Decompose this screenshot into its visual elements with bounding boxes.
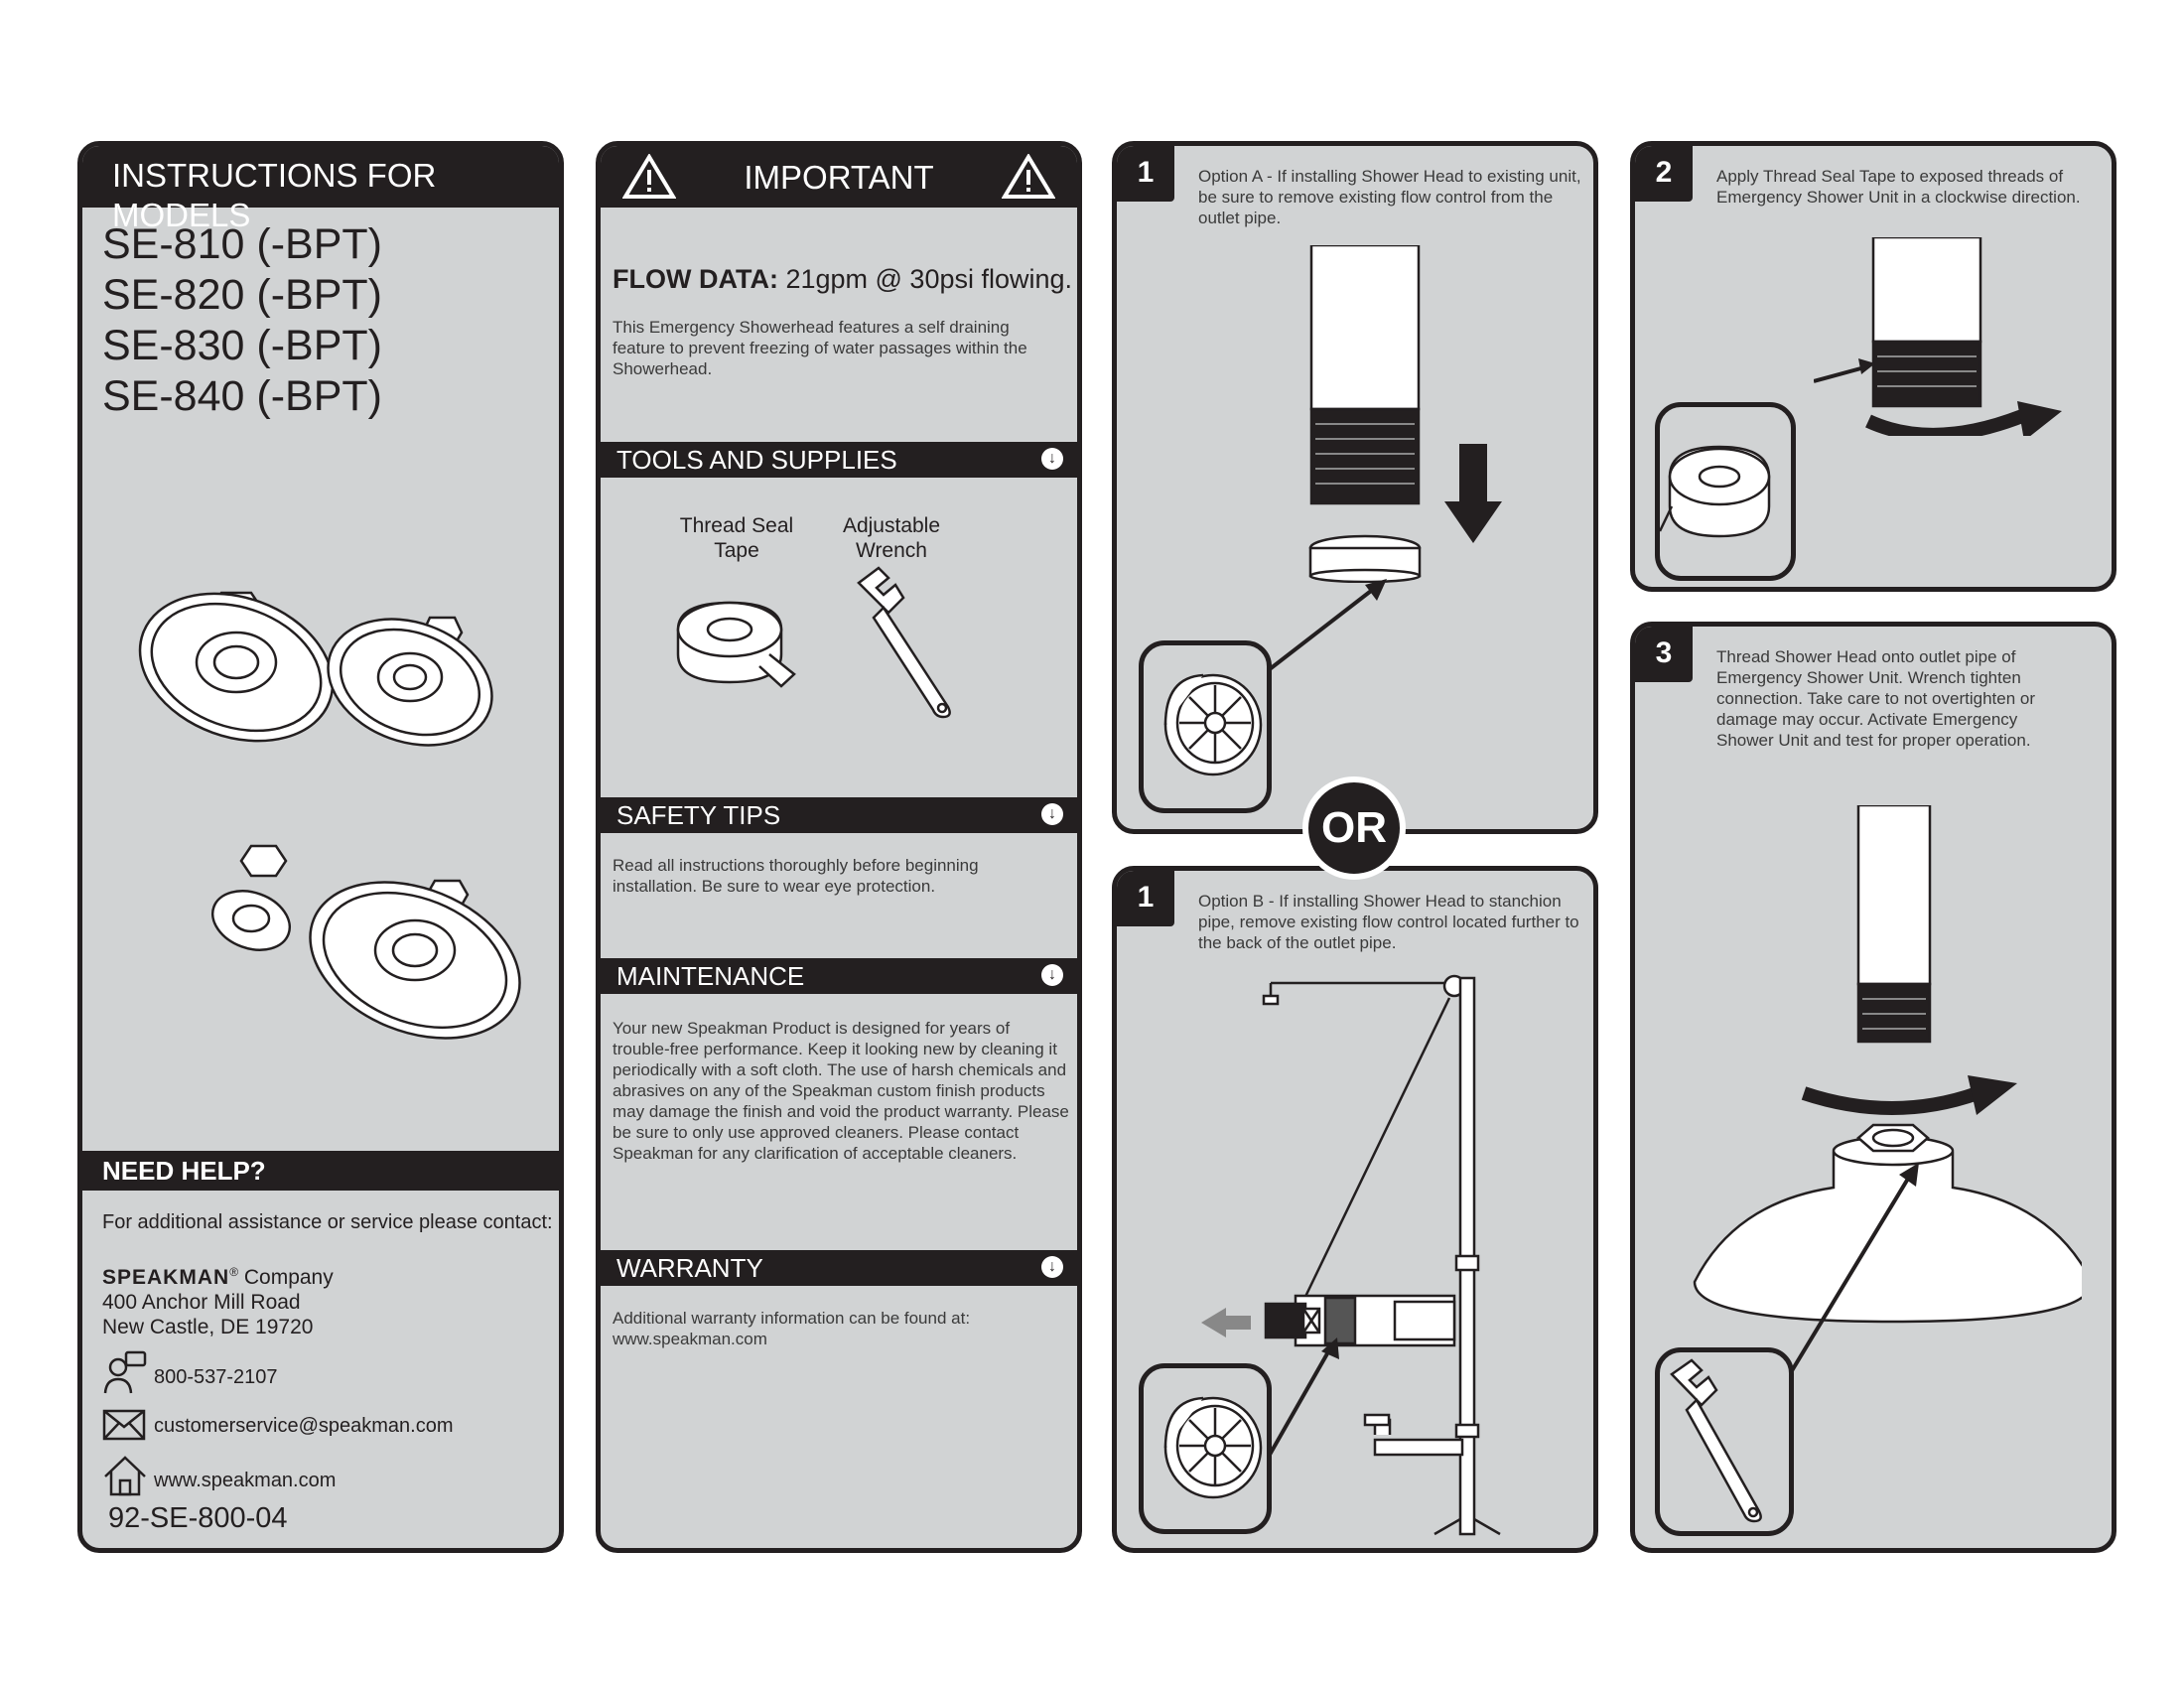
adjustable-wrench-icon — [857, 566, 951, 719]
important-panel: IMPORTANT FLOW DATA: 21gpm @ 30psi flowi… — [596, 141, 1082, 1553]
step-1a-text: Option A - If installing Shower Head to … — [1198, 167, 1581, 227]
step-number: 1 — [1117, 871, 1174, 926]
tool-wrench-label-line: Adjustable — [842, 514, 941, 537]
model-item: SE-810 (-BPT) — [102, 220, 382, 268]
safety-text: Read all instructions thoroughly before … — [613, 856, 979, 896]
arrow-down-icon: ↓ — [1041, 803, 1063, 825]
need-help-header: NEED HELP? — [82, 1151, 559, 1191]
thread-seal-tape-icon — [676, 601, 796, 688]
step-2-panel: 2 Apply Thread Seal Tape to exposed thre… — [1630, 141, 2116, 592]
tool-tape-label: Thread Seal Tape — [672, 513, 801, 563]
step-1b-panel: 1 Option B - If installing Shower Head t… — [1112, 866, 1598, 1553]
document-number: 92-SE-800-04 — [108, 1502, 288, 1534]
showerhead-install-illustration — [1693, 805, 2082, 1324]
address-line-2: New Castle, DE 19720 — [102, 1316, 314, 1338]
models-panel: INSTRUCTIONS FOR MODELS SE-810 (-BPT) SE… — [77, 141, 564, 1553]
outlet-pipe-illustration — [1308, 245, 1502, 583]
company-block: SPEAKMAN® Company 400 Anchor Mill Road N… — [102, 1260, 334, 1339]
company-brand: SPEAKMAN — [102, 1266, 230, 1289]
step-2-text: Apply Thread Seal Tape to exposed thread… — [1716, 167, 2081, 207]
home-icon — [104, 1456, 146, 1496]
wrench-inset — [1655, 1347, 1794, 1536]
flow-control-icon — [1163, 1396, 1263, 1499]
tool-wrench-label: Adjustable Wrench — [827, 513, 956, 563]
safety-header: SAFETY TIPS ↓ — [601, 797, 1077, 833]
arrow-down-icon: ↓ — [1041, 1256, 1063, 1278]
help-text: For additional assistance or service ple… — [102, 1211, 553, 1233]
flow-data-label: FLOW DATA: — [613, 264, 778, 294]
or-label: OR — [1321, 803, 1387, 852]
flow-control-inset — [1139, 640, 1272, 813]
pointer-arrow — [1264, 579, 1387, 674]
showerheads-illustration — [138, 591, 521, 1040]
tool-tape-label-line: Thread Seal — [679, 514, 794, 537]
company-word: Company — [238, 1266, 334, 1289]
stanchion-illustration — [1201, 974, 1501, 1536]
pipe-tape-illustration — [1814, 237, 2062, 436]
warranty-text-line: Additional warranty information can be f… — [613, 1309, 971, 1328]
tool-wrench-label-line: Wrench — [856, 539, 927, 562]
warning-icon — [1002, 154, 1055, 199]
flow-control-inset — [1139, 1363, 1272, 1534]
model-item: SE-830 (-BPT) — [102, 322, 382, 369]
arrow-down-icon: ↓ — [1041, 964, 1063, 986]
website-url[interactable]: www.speakman.com — [154, 1470, 337, 1491]
phone-support-icon — [103, 1350, 147, 1394]
warranty-header-title: WARRANTY — [616, 1253, 763, 1283]
step-number: 2 — [1635, 146, 1693, 202]
maintenance-header-title: MAINTENANCE — [616, 961, 805, 991]
email-icon — [102, 1409, 146, 1441]
email-address[interactable]: customerservice@speakman.com — [154, 1415, 454, 1437]
models-list: SE-810 (-BPT) SE-820 (-BPT) SE-830 (-BPT… — [102, 219, 382, 422]
pointer-arrow — [1780, 1163, 1919, 1389]
warranty-url[interactable]: www.speakman.com — [613, 1330, 767, 1348]
adjustable-wrench-icon — [1670, 1358, 1762, 1523]
important-header: IMPORTANT — [601, 146, 1077, 208]
step-1a-panel: 1 Option A - If installing Shower Head t… — [1112, 141, 1598, 834]
tape-inset — [1655, 402, 1796, 581]
maintenance-header: MAINTENANCE ↓ — [601, 958, 1077, 994]
flow-control-icon — [1163, 673, 1263, 776]
models-header-title: INSTRUCTIONS FOR MODELS — [112, 157, 437, 233]
step-3-panel: 3 Thread Shower Head onto outlet pipe of… — [1630, 622, 2116, 1553]
arrow-down-icon: ↓ — [1041, 448, 1063, 470]
step-3-text: Thread Shower Head onto outlet pipe of E… — [1716, 647, 2035, 750]
tools-header-title: TOOLS AND SUPPLIES — [616, 445, 897, 475]
step-number: 1 — [1117, 146, 1174, 202]
need-help-title: NEED HELP? — [102, 1156, 266, 1186]
warranty-text: Additional warranty information can be f… — [613, 1308, 1064, 1349]
maintenance-text: Your new Speakman Product is designed fo… — [613, 1019, 1069, 1163]
tool-tape-label-line: Tape — [714, 539, 759, 562]
phone-number[interactable]: 800-537-2107 — [154, 1366, 278, 1388]
flow-description: This Emergency Showerhead features a sel… — [613, 318, 1027, 378]
models-header: INSTRUCTIONS FOR MODELS — [82, 146, 559, 233]
step-number: 3 — [1635, 627, 1693, 682]
tools-header: TOOLS AND SUPPLIES ↓ — [601, 442, 1077, 478]
warranty-header: WARRANTY ↓ — [601, 1250, 1077, 1286]
step-1b-text: Option B - If installing Shower Head to … — [1198, 892, 1579, 952]
company-reg: ® — [229, 1265, 239, 1279]
safety-header-title: SAFETY TIPS — [616, 800, 781, 830]
or-badge: OR — [1302, 776, 1406, 880]
address-line-1: 400 Anchor Mill Road — [102, 1291, 301, 1314]
warning-icon — [622, 154, 676, 199]
thread-seal-tape-icon — [1660, 445, 1771, 538]
model-item: SE-840 (-BPT) — [102, 372, 382, 420]
important-title: IMPORTANT — [744, 159, 934, 196]
flow-data: FLOW DATA: 21gpm @ 30psi flowing. — [613, 263, 1072, 295]
model-item: SE-820 (-BPT) — [102, 271, 382, 319]
flow-data-value: 21gpm @ 30psi flowing. — [777, 264, 1073, 294]
